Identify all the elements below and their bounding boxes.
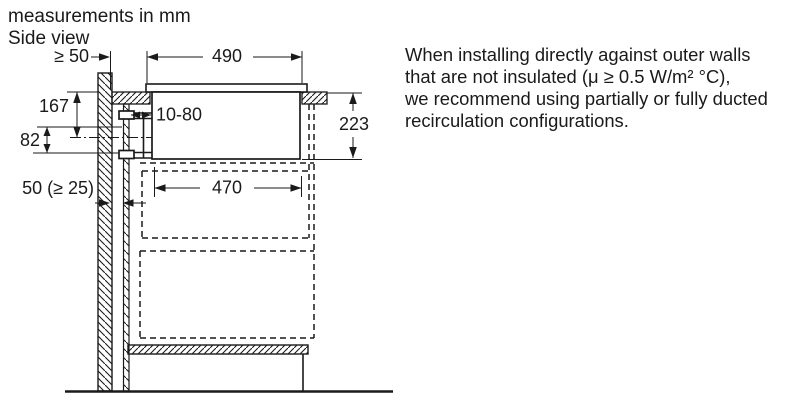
view-label: Side view [8,28,90,49]
note-line: When installing directly against outer w… [405,44,751,65]
dim-outlet-height: 167 [39,92,81,138]
title-block: measurements in mm Side view [8,6,191,50]
dim-rear-gap-label: 50 (≥ 25) [22,178,94,198]
dim-hob-depth: 490 [147,46,302,66]
dim-rear-gap: 50 (≥ 25) [22,178,146,207]
note-line: that are not insulated (μ ≥ 0.5 W/m² °C)… [405,66,731,87]
cabinet-base [127,344,309,391]
units-note: measurements in mm [8,6,191,27]
dim-wall-clearance-label: ≥ 50 [54,46,89,66]
dim-duct-adjust-label: 10-80 [156,105,202,125]
dim-duct-height: 82 [20,127,51,153]
dim-box-depth-label: 223 [339,114,369,134]
outer-wall [97,72,113,392]
dim-cutout-depth-label: 470 [212,178,242,198]
note-line: we recommend using partially or fully du… [405,88,768,109]
note-line: recirculation configurations. [405,110,629,131]
dim-outlet-height-label: 167 [39,96,69,116]
dim-duct-adjust: 10-80 [131,105,202,125]
dim-hob-depth-label: 490 [212,46,242,66]
dim-cutout-depth: 470 [154,178,302,198]
hob-glass [145,83,308,93]
clearance-dashed-outline [139,104,315,339]
dim-wall-clearance: ≥ 50 [54,46,110,66]
appliance-body [151,91,301,160]
installation-diagram: ≥ 50 490 167 82 10-80 [20,46,393,393]
installation-note: When installing directly against outer w… [405,44,768,132]
dim-duct-height-label: 82 [20,130,40,150]
dim-box-depth: 223 [339,93,369,158]
worktop [111,91,328,105]
